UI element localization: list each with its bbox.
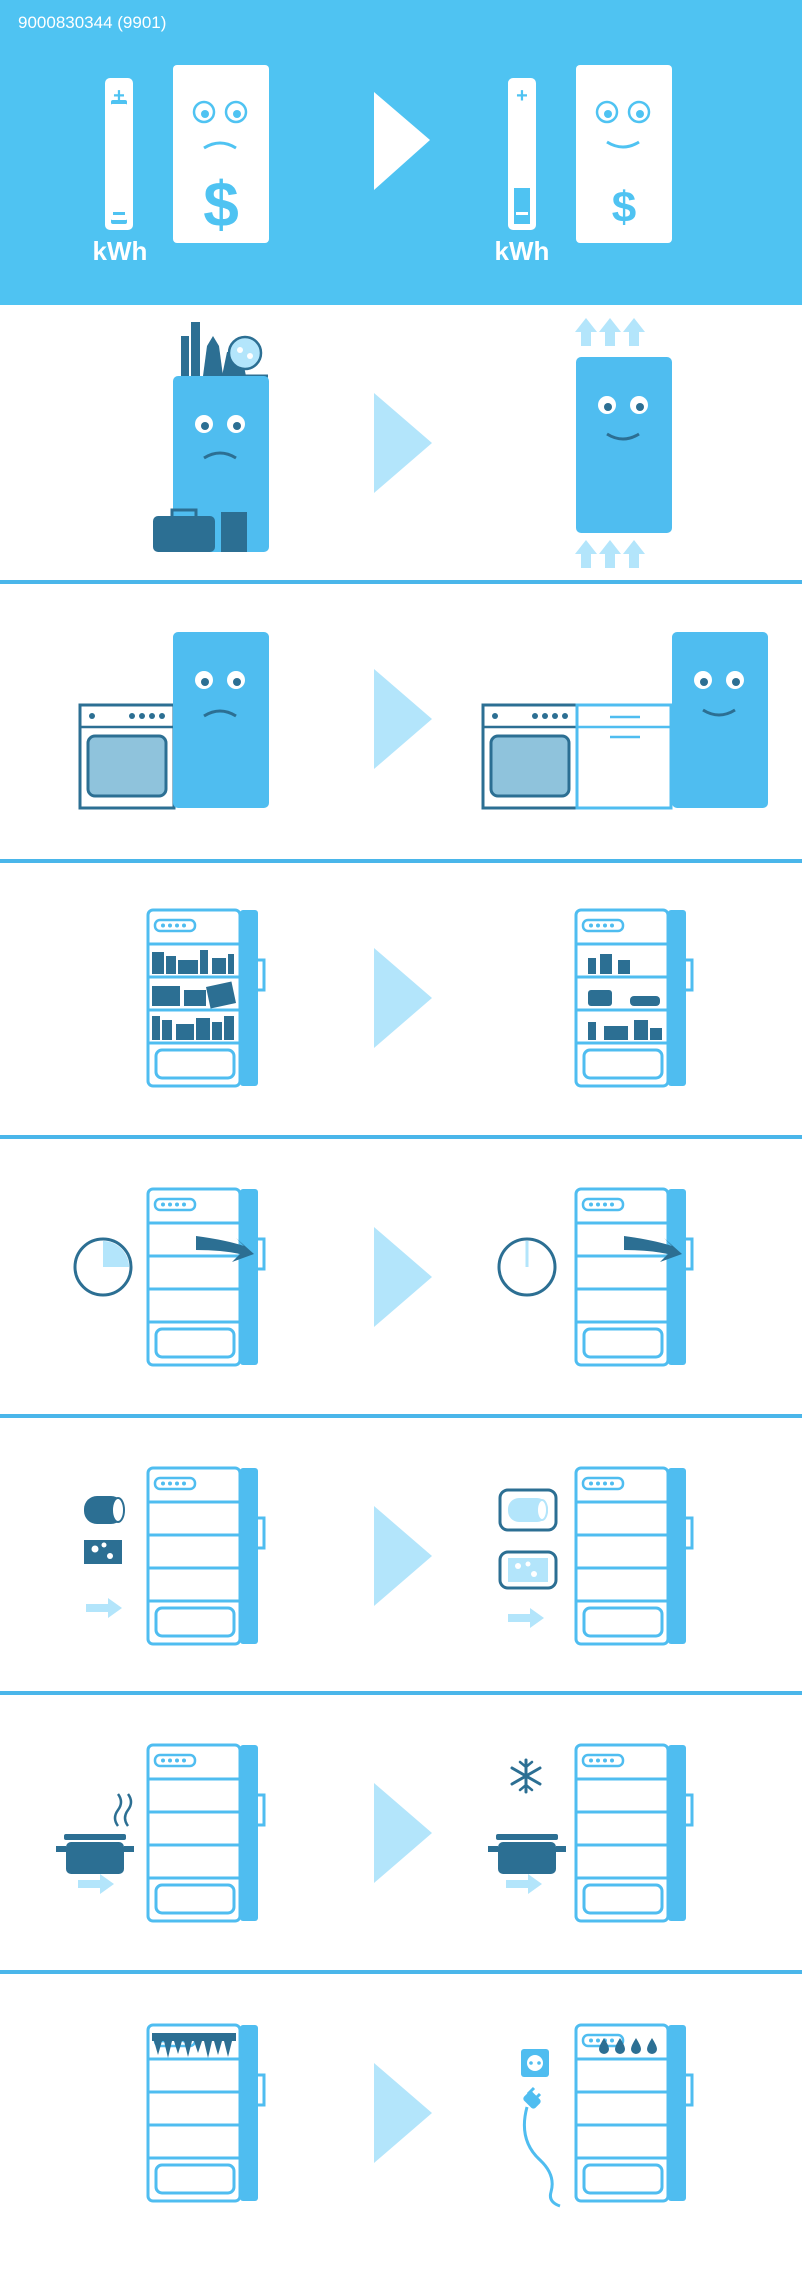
fridge-face-icon: [576, 357, 672, 533]
price-symbol-before: $: [203, 168, 239, 240]
next-arrow-icon: [374, 669, 432, 769]
salami-icon: [84, 1496, 125, 1524]
groceries-cluttered-icon: [152, 950, 237, 1040]
packaging-row: [84, 1466, 694, 1646]
price-symbol-after: $: [612, 183, 636, 232]
battery-icon: +: [105, 78, 133, 230]
door-close-arrow-icon: [624, 1236, 682, 1262]
fridge-open-icon: [146, 1743, 266, 1923]
row-divider: [0, 859, 802, 863]
row-divider: [0, 1970, 802, 1974]
hot-food-row: [56, 1743, 694, 1923]
fridge-open-icon: [146, 1187, 266, 1367]
ventilation-arrows-icon: [575, 540, 645, 568]
socket-icon: [521, 2049, 549, 2077]
insert-arrow-icon: [506, 1874, 542, 1894]
timer-icon: [497, 1237, 557, 1297]
groceries-organized-icon: [588, 954, 662, 1040]
next-arrow-icon: [374, 948, 432, 1048]
fridge-face-icon: [672, 632, 768, 808]
insert-arrow-icon: [78, 1874, 114, 1894]
fridge-open-icon: [146, 1466, 266, 1646]
next-arrow-icon: [374, 92, 430, 190]
battery-icon: +: [508, 78, 536, 230]
timer-icon: [73, 1237, 133, 1297]
luggage-icon: [153, 508, 247, 552]
row-divider: [0, 1691, 802, 1695]
fridge-open-icon: [574, 1466, 694, 1646]
row-divider: [0, 1135, 802, 1139]
pot-icon: [56, 1834, 134, 1874]
svg-text:+: +: [516, 85, 528, 107]
door-time-row: [73, 1187, 694, 1367]
price-tag-face-icon: $: [576, 65, 672, 243]
ventilation-arrows-icon: [575, 318, 645, 346]
oven-icon: [481, 703, 579, 810]
snowflake-icon: [510, 1758, 542, 1794]
steam-icon: [113, 1793, 133, 1827]
defrost-row: [146, 2023, 694, 2208]
svg-text:+: +: [113, 85, 125, 107]
kwh-label-after: kWh: [495, 236, 550, 266]
door-close-arrow-icon: [196, 1236, 254, 1262]
cabinet-icon: [575, 703, 673, 810]
row-divider: [0, 580, 802, 584]
cheese-icon: [84, 1540, 122, 1564]
ice-icon: [152, 2033, 236, 2058]
plug-icon: [522, 2086, 561, 2208]
row-divider: [0, 1414, 802, 1418]
price-tag-face-icon: $: [173, 65, 269, 243]
container-icon: [498, 1550, 558, 1590]
ventilation-row: [153, 318, 672, 568]
insert-arrow-icon: [508, 1608, 544, 1628]
next-arrow-icon: [374, 1227, 432, 1327]
insert-arrow-icon: [86, 1598, 122, 1618]
container-icon: [498, 1488, 558, 1532]
energy-cost-row: + kWh $ + kWh: [0, 0, 802, 305]
next-arrow-icon: [374, 2063, 432, 2163]
bottles-icon: [181, 322, 268, 378]
fridge-open-icon: [146, 2023, 266, 2203]
fridge-open-icon: [574, 1743, 694, 1923]
heat-source-row: [78, 632, 768, 810]
fridge-face-icon: [173, 632, 269, 808]
water-drops-icon: [599, 2038, 657, 2054]
fridge-open-icon: [574, 1187, 694, 1367]
next-arrow-icon: [374, 1506, 432, 1606]
storage-row: [146, 908, 694, 1088]
next-arrow-icon: [374, 1783, 432, 1883]
pot-icon: [488, 1834, 566, 1874]
kwh-label-before: kWh: [93, 236, 148, 266]
oven-icon: [78, 703, 176, 810]
document-id: 9000830344 (9901): [18, 13, 167, 32]
next-arrow-icon: [374, 393, 432, 493]
fridge-face-icon: [173, 376, 269, 552]
